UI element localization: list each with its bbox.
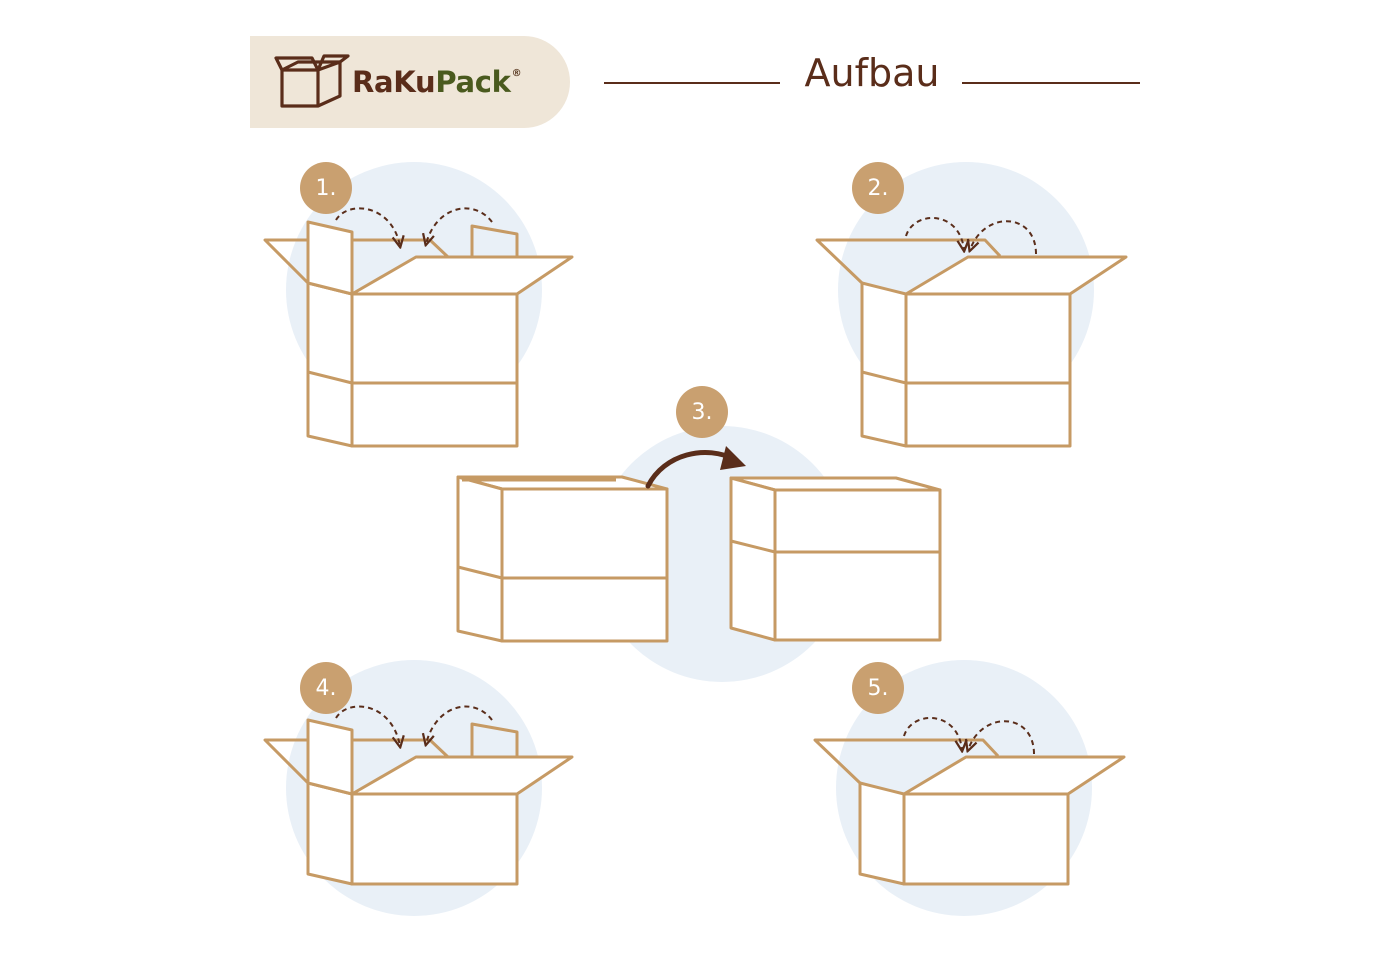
step-3-badge: 3. bbox=[676, 386, 728, 438]
brand-name-raku: RaKu bbox=[352, 65, 436, 99]
step-2-fold-arrows bbox=[905, 216, 1037, 255]
brand-name-pack: Pack bbox=[435, 65, 511, 99]
step-5-box-illustration bbox=[813, 738, 1126, 886]
step-2-box-illustration bbox=[815, 238, 1128, 448]
step-4-badge: 4. bbox=[300, 662, 352, 714]
step-5-badge: 5. bbox=[852, 662, 904, 714]
title-rule-right bbox=[962, 82, 1140, 84]
brand-banner: RaKuPack® bbox=[250, 36, 570, 128]
step-3-closed-box-illustration bbox=[456, 475, 669, 643]
curved-arrow-head bbox=[720, 446, 746, 470]
step-4-fold-arrows bbox=[335, 705, 493, 746]
step-1-badge: 1. bbox=[300, 162, 352, 214]
step-2-badge: 2. bbox=[852, 162, 904, 214]
open-box-icon bbox=[274, 54, 350, 108]
title-rule-left bbox=[604, 82, 780, 84]
step-1-box-illustration bbox=[263, 220, 574, 448]
page-title: Aufbau bbox=[804, 51, 940, 95]
brand-name: RaKuPack® bbox=[352, 65, 522, 99]
registered-mark: ® bbox=[511, 68, 522, 79]
step-1-fold-arrows bbox=[335, 207, 493, 246]
step-4-box-illustration bbox=[263, 718, 574, 886]
step-3-open-box-illustration bbox=[729, 476, 942, 642]
step-5-fold-arrows bbox=[903, 716, 1035, 755]
